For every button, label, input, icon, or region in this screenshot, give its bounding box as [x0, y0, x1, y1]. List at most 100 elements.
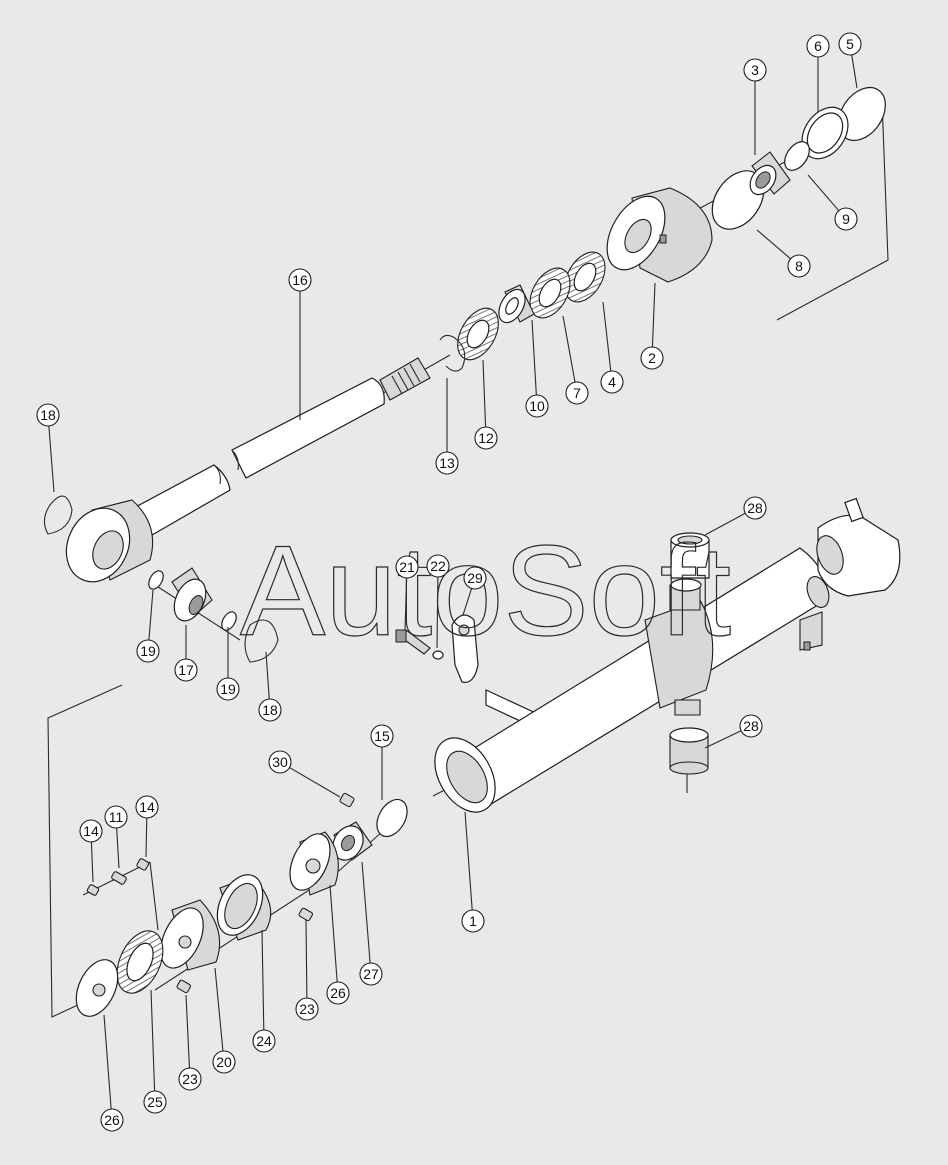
- part-21-bolt-head: [395, 629, 407, 643]
- callout-1: 1: [461, 811, 485, 933]
- callout-circle: [288, 268, 312, 292]
- part-19-ring-a: [148, 570, 164, 590]
- part-19-ring-b: [221, 611, 237, 631]
- callout-number: 6: [814, 38, 822, 54]
- part-24-ring-bore: [224, 882, 258, 930]
- callout-leader: [305, 919, 308, 999]
- rod-eye-bore: [92, 530, 124, 570]
- part-28-bushes: [669, 532, 710, 775]
- callout-18a: 18: [36, 403, 60, 493]
- callout-leader: [150, 989, 156, 1092]
- callout-circle: [216, 677, 240, 701]
- callout-circle: [36, 403, 60, 427]
- barrel-collar: [644, 599, 714, 709]
- callout-leader: [704, 512, 746, 536]
- rod-thread: [379, 357, 431, 401]
- callout-number: 20: [216, 1054, 232, 1070]
- callout-number: 12: [478, 430, 494, 446]
- callout-leader: [185, 994, 191, 1069]
- callout-14b: 14: [135, 795, 159, 858]
- callout-circle: [79, 819, 103, 843]
- callout-number: 11: [109, 809, 124, 825]
- callout-leader: [214, 967, 224, 1052]
- part-14-nipple-a: [86, 884, 100, 896]
- callout-17: 17: [174, 625, 198, 682]
- callout-number: 23: [299, 1001, 315, 1017]
- part-26-flange-upper-bore: [305, 858, 321, 874]
- callout-number: 19: [220, 681, 236, 697]
- rod-upper-section: [231, 377, 385, 479]
- callout-leader: [436, 576, 439, 649]
- callout-28a: 28: [704, 496, 767, 536]
- callout-10: 10: [525, 319, 549, 418]
- callout-20: 20: [212, 967, 236, 1074]
- callout-number: 18: [262, 702, 278, 718]
- callout-25: 25: [143, 989, 167, 1114]
- callout-number: 2: [648, 350, 656, 366]
- callout-number: 24: [256, 1033, 272, 1049]
- callout-number: 10: [529, 398, 545, 414]
- callout-18b: 18: [258, 651, 282, 722]
- callout-2: 2: [640, 282, 664, 370]
- part-9-o-ring: [784, 141, 810, 171]
- callout-circle: [135, 795, 159, 819]
- callout-circle: [326, 981, 350, 1005]
- callout-circle: [435, 451, 459, 475]
- callout-leader: [756, 229, 792, 260]
- callout-8: 8: [756, 229, 811, 278]
- callout-5: 5: [838, 32, 862, 89]
- callout-circle: [136, 639, 160, 663]
- callout-circle: [743, 496, 767, 520]
- part-22-washer: [432, 650, 444, 660]
- callout-leader: [90, 841, 94, 883]
- part-7-seal-bore: [538, 278, 562, 308]
- callout-number: 14: [139, 799, 155, 815]
- part-30-plug: [339, 792, 355, 808]
- part-29-lever-hole: [458, 624, 470, 636]
- callout-circle: [426, 554, 450, 578]
- part-6-inner: [806, 112, 844, 154]
- callout-leader: [807, 174, 840, 212]
- nut-parts: [332, 792, 408, 861]
- callout-leader: [329, 884, 338, 983]
- part-14-nipple-b: [136, 858, 150, 871]
- barrel-end-lug: [844, 497, 864, 523]
- callout-leader: [482, 359, 487, 428]
- callout-16: 16: [288, 268, 312, 420]
- callout-circle: [461, 909, 485, 933]
- callout-circle: [743, 58, 767, 82]
- rod-seal-parts: [439, 251, 606, 372]
- callout-circle: [178, 1067, 202, 1091]
- callout-leader: [462, 588, 473, 616]
- callout-circle: [258, 698, 282, 722]
- callout-number: 5: [846, 36, 854, 52]
- callout-leader: [148, 589, 154, 641]
- callout-26b: 26: [326, 884, 350, 1005]
- part-1-cylinder-barrel: [434, 497, 901, 813]
- part-18-snap-ring-b: [244, 619, 279, 663]
- callout-23b: 23: [295, 919, 319, 1021]
- callout-circle: [834, 207, 858, 231]
- callout-leader: [851, 54, 858, 89]
- callout-19a: 19: [136, 589, 160, 663]
- rod-thread-lines: [391, 363, 421, 395]
- part-17-bearing-bore: [188, 595, 204, 615]
- upper-group-bracket: [776, 99, 889, 321]
- callout-number: 23: [182, 1071, 198, 1087]
- callout-4: 4: [600, 301, 624, 394]
- callout-circle: [565, 381, 589, 405]
- barrel-grease-nipple: [803, 641, 811, 651]
- callout-number: 8: [795, 258, 803, 274]
- part-18-snap-ring-a: [43, 495, 73, 535]
- callout-number: 16: [292, 272, 308, 288]
- callout-leader: [289, 767, 341, 798]
- callout-22: 22: [426, 554, 450, 649]
- callout-number: 28: [747, 500, 763, 516]
- callout-circle: [174, 658, 198, 682]
- callout-circle: [806, 34, 830, 58]
- callout-number: 26: [330, 985, 346, 1001]
- callout-number: 17: [178, 662, 194, 678]
- barrel-end-bore: [816, 535, 844, 575]
